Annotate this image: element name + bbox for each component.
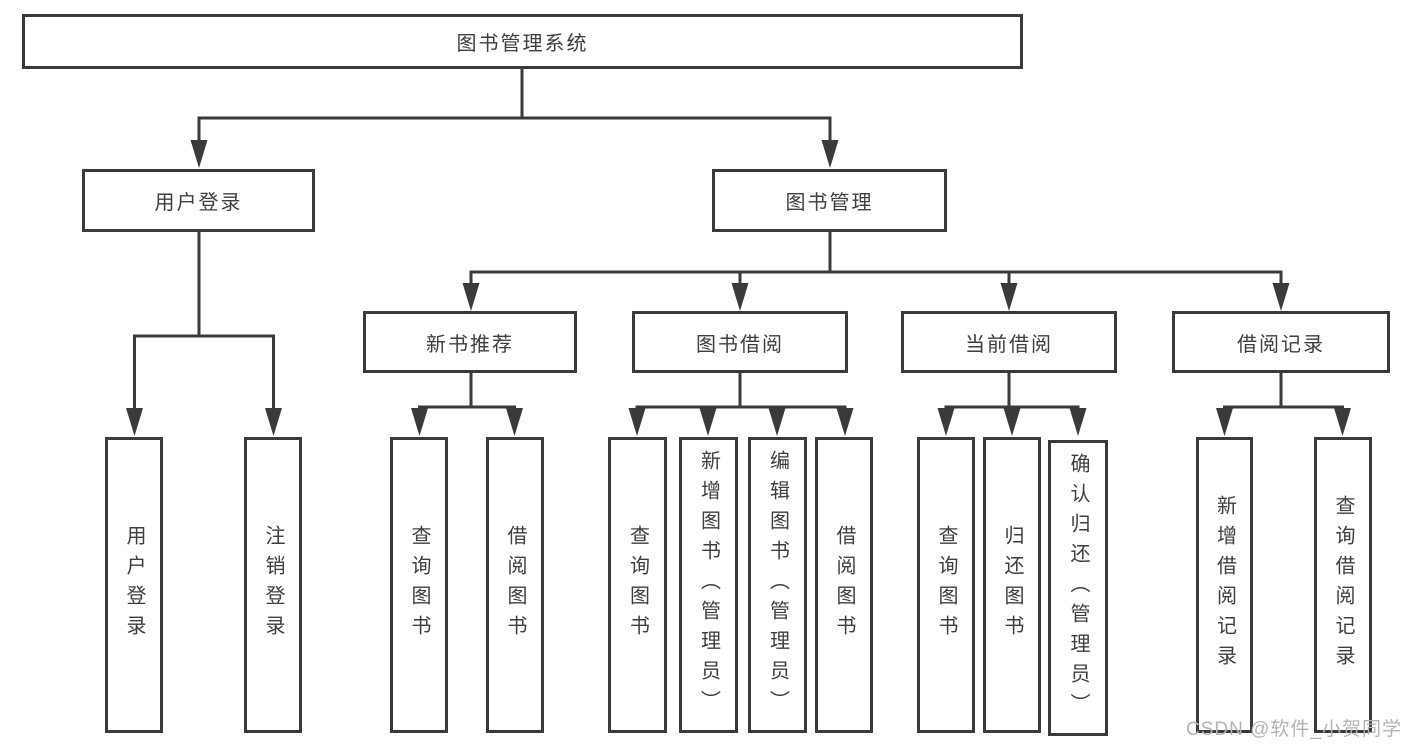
node-book-management: 图书管理 xyxy=(712,169,947,232)
leaf-query-books-borrow: 查询图书 xyxy=(608,437,667,733)
leaf-borrow-books-recommend: 借阅图书 xyxy=(486,437,544,733)
leaf-confirm-return-admin: 确认归还（管理员） xyxy=(1048,440,1108,736)
leaf-query-borrow-record: 查询借阅记录 xyxy=(1314,437,1372,733)
leaf-query-books-current: 查询图书 xyxy=(917,437,975,733)
leaf-add-borrow-record: 新增借阅记录 xyxy=(1196,437,1253,733)
leaf-return-books: 归还图书 xyxy=(983,437,1041,733)
node-user-login: 用户登录 xyxy=(82,169,315,232)
connector-user-login-to-leaves xyxy=(126,232,282,436)
connector-book-borrow-to-leaves xyxy=(628,373,854,436)
connector-current-borrow-to-leaves xyxy=(937,373,1087,436)
leaf-user-login: 用户登录 xyxy=(105,437,163,733)
node-current-borrow: 当前借阅 xyxy=(901,311,1117,373)
leaf-borrow-books: 借阅图书 xyxy=(815,437,873,733)
node-system-root: 图书管理系统 xyxy=(22,14,1023,69)
leaf-logout: 注销登录 xyxy=(244,437,302,733)
node-new-book-recommend: 新书推荐 xyxy=(363,311,577,373)
leaf-query-books-recommend: 查询图书 xyxy=(390,437,448,733)
csdn-watermark: CSDN @软件_小贺同学 xyxy=(1186,719,1402,740)
leaf-add-book-admin: 新增图书（管理员） xyxy=(679,437,738,733)
node-borrow-records: 借阅记录 xyxy=(1172,311,1390,373)
connector-root-to-level2 xyxy=(190,69,839,168)
connector-new-book-recommend-to-leaves xyxy=(411,373,523,436)
leaf-edit-book-admin: 编辑图书（管理员） xyxy=(748,437,807,733)
connector-book-management-to-level3 xyxy=(462,232,1290,311)
connector-borrow-records-to-leaves xyxy=(1216,373,1351,436)
node-book-borrow: 图书借阅 xyxy=(632,311,848,373)
